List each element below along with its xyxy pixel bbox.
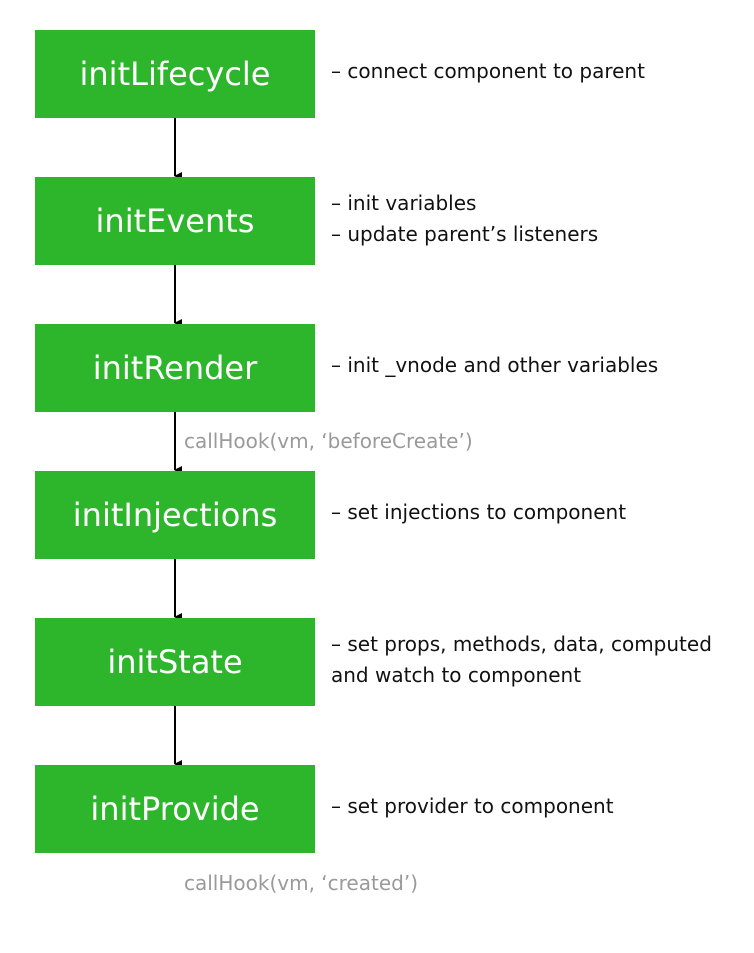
- step-box-initprovide: initProvide: [35, 765, 315, 853]
- hook-before-create: callHook(vm, ‘beforeCreate’): [184, 429, 473, 453]
- description-line: – connect component to parent: [331, 59, 645, 83]
- step-label: initLifecycle: [79, 55, 271, 93]
- step-box-initevents: initEvents: [35, 177, 315, 265]
- description-line: – update parent’s listeners: [331, 222, 599, 246]
- step-label: initProvide: [90, 790, 260, 828]
- step-label: initInjections: [72, 496, 278, 534]
- description-line: – set injections to component: [331, 500, 627, 524]
- step-description-initlifecycle: – connect component to parent: [331, 56, 645, 87]
- description-line: and watch to component: [331, 663, 582, 687]
- step-description-initstate: – set props, methods, data, computed and…: [331, 629, 712, 691]
- step-box-initrender: initRender: [35, 324, 315, 412]
- description-line: – init variables: [331, 191, 477, 215]
- step-box-initlifecycle: initLifecycle: [35, 30, 315, 118]
- step-label: initEvents: [95, 202, 255, 240]
- description-line: – init _vnode and other variables: [331, 353, 659, 377]
- step-box-initinjections: initInjections: [35, 471, 315, 559]
- step-description-initevents: – init variables – update parent’s liste…: [331, 188, 598, 250]
- step-description-initinjections: – set injections to component: [331, 497, 626, 528]
- description-line: – set provider to component: [331, 794, 614, 818]
- step-box-initstate: initState: [35, 618, 315, 706]
- description-line: – set props, methods, data, computed: [331, 632, 712, 656]
- step-description-initprovide: – set provider to component: [331, 791, 614, 822]
- step-label: initRender: [92, 349, 258, 387]
- step-description-initrender: – init _vnode and other variables: [331, 350, 658, 381]
- hook-created: callHook(vm, ‘created’): [184, 871, 418, 895]
- step-label: initState: [107, 643, 243, 681]
